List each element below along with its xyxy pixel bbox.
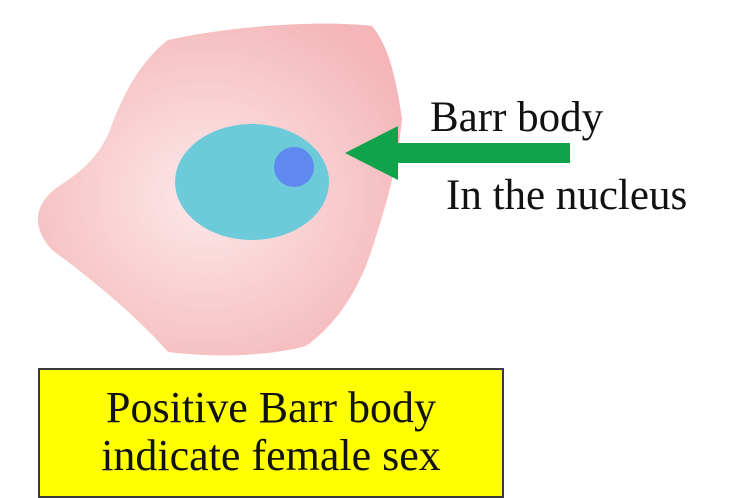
barr-body-label: Barr body: [430, 96, 603, 139]
conclusion-callout: Positive Barr body indicate female sex: [38, 368, 504, 498]
callout-line-1: Positive Barr body: [40, 384, 502, 432]
callout-line-2: indicate female sex: [40, 432, 502, 480]
barr-body: [274, 147, 314, 187]
location-label: In the nucleus: [446, 174, 687, 217]
